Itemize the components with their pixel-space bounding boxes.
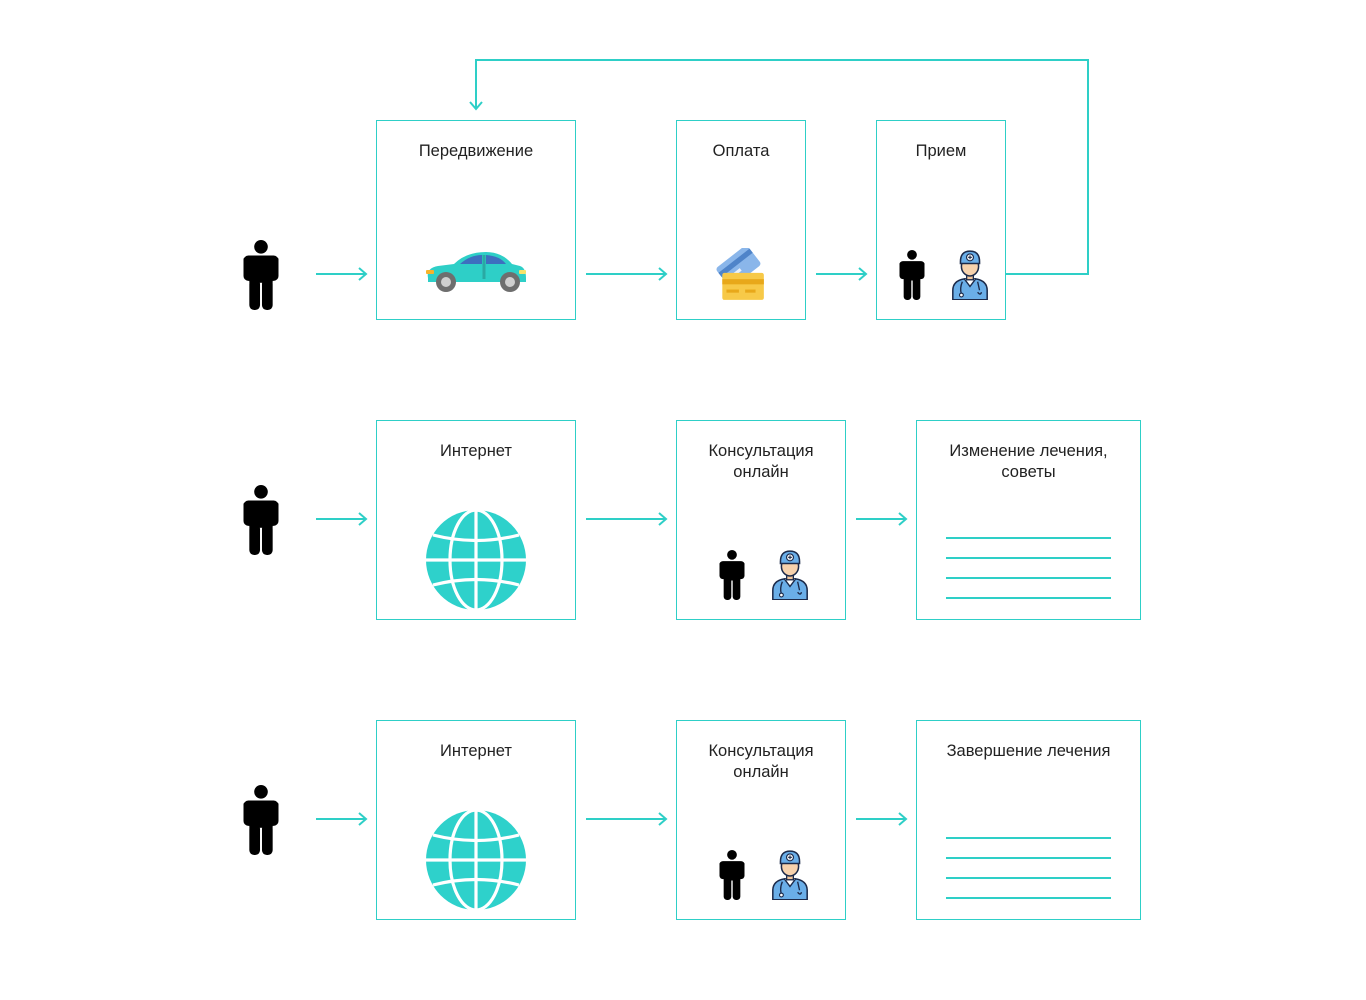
loop-back-arrow bbox=[475, 59, 1089, 275]
arrow bbox=[856, 812, 908, 826]
arrow bbox=[586, 812, 668, 826]
text-lines-icon bbox=[946, 837, 1111, 899]
step-label: Изменение лечения, советы bbox=[949, 442, 1108, 481]
person-icon bbox=[243, 485, 279, 555]
doctor-icon bbox=[952, 250, 988, 300]
loop-back-arrowhead bbox=[469, 101, 483, 111]
text-lines-icon bbox=[946, 537, 1111, 599]
arrow bbox=[856, 512, 908, 526]
globe-icon bbox=[426, 810, 526, 910]
step-box: Изменение лечения, советы bbox=[916, 420, 1141, 620]
step-label: Интернет bbox=[440, 442, 512, 460]
arrow bbox=[586, 512, 668, 526]
car-icon bbox=[426, 252, 526, 292]
arrow bbox=[816, 267, 868, 281]
step-box: Консультация онлайн bbox=[676, 420, 846, 620]
doctor-icon bbox=[772, 550, 808, 600]
doctor-icon bbox=[772, 850, 808, 900]
step-label: Интернет bbox=[440, 742, 512, 760]
step-box: Оплата bbox=[676, 120, 806, 320]
person-icon bbox=[243, 240, 279, 310]
arrow bbox=[316, 267, 368, 281]
person-icon bbox=[719, 850, 745, 900]
arrow bbox=[316, 812, 368, 826]
step-label: Консультация онлайн bbox=[708, 742, 814, 781]
step-box: Завершение лечения bbox=[916, 720, 1141, 920]
step-label: Оплата bbox=[712, 142, 770, 160]
step-label: Передвижение bbox=[418, 142, 534, 160]
person-icon bbox=[899, 250, 925, 300]
step-label: Консультация онлайн bbox=[708, 442, 814, 481]
step-box: Передвижение bbox=[376, 120, 576, 320]
arrow bbox=[586, 267, 668, 281]
step-label: Прием bbox=[915, 142, 967, 160]
arrow bbox=[316, 512, 368, 526]
credit-card-icon bbox=[716, 248, 764, 300]
step-box: Консультация онлайн bbox=[676, 720, 846, 920]
step-label: Завершение лечения bbox=[946, 742, 1111, 760]
person-icon bbox=[243, 785, 279, 855]
globe-icon bbox=[426, 510, 526, 610]
person-icon bbox=[719, 550, 745, 600]
